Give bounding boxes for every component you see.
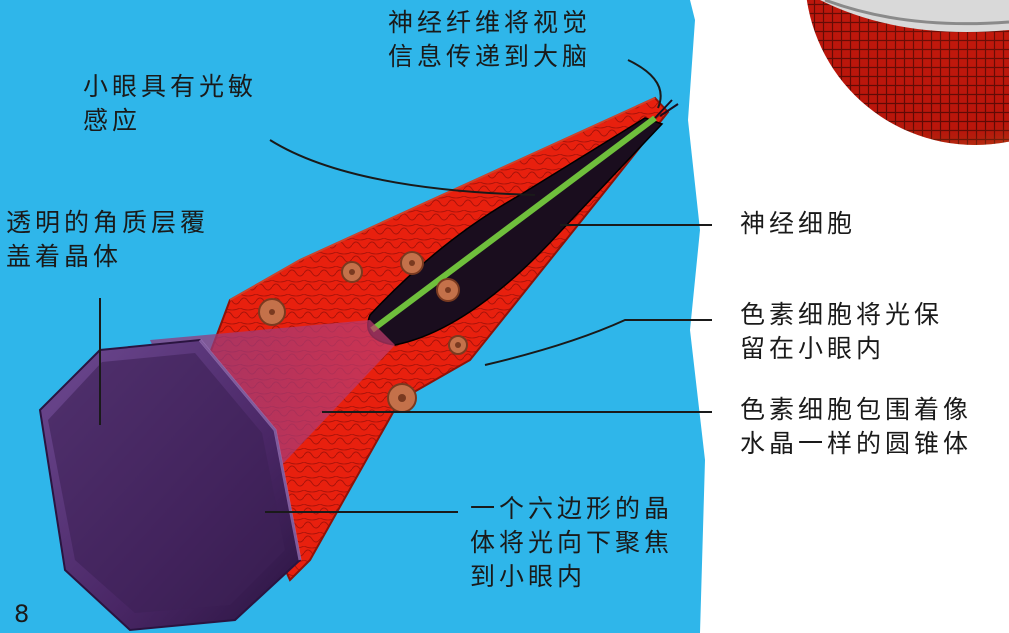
label-pigment-surround: 色素细胞包围着像水晶一样的圆锥体 — [740, 393, 972, 461]
label-pigment-keep: 色素细胞将光保留在小眼内 — [740, 298, 943, 366]
label-hexagon-lens: 一个六边形的晶体将光向下聚焦到小眼内 — [470, 492, 673, 594]
compound-eye — [805, 0, 1009, 145]
label-nerve-fiber: 神经纤维将视觉信息传递到大脑 — [388, 6, 591, 74]
label-photosensitive: 小眼具有光敏感应 — [83, 70, 257, 138]
page-number: 8 — [14, 600, 29, 628]
label-cornea: 透明的角质层覆盖着晶体 — [6, 206, 209, 274]
label-nerve-cell: 神经细胞 — [740, 207, 856, 241]
